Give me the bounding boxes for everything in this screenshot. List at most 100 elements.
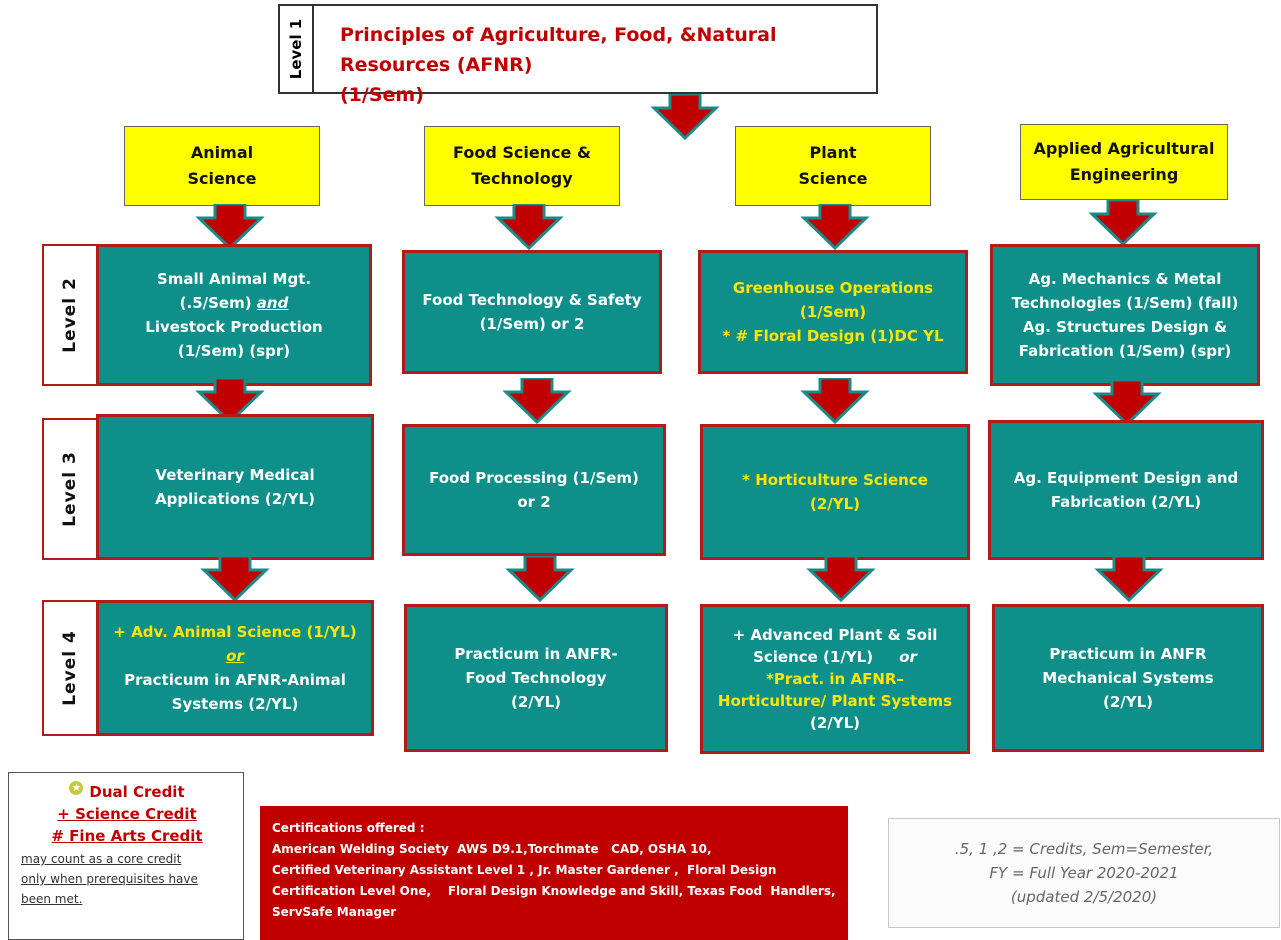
level1-box: Level 1 Principles of Agriculture, Food,… <box>278 4 878 106</box>
course-text: Ag. Structures Design & <box>1022 318 1228 336</box>
certifications-line: Certified Veterinary Assistant Level 1 ,… <box>272 863 777 877</box>
arrow-down <box>800 378 870 424</box>
course-text: or 2 <box>517 493 551 511</box>
course-text: + Advanced Plant & Soil <box>732 626 938 644</box>
course-and: and <box>256 294 289 312</box>
credits-note-line: FY = Full Year 2020-2021 <box>989 864 1179 882</box>
level1-title-line1: Principles of Agriculture, Food, &Natura… <box>340 24 777 76</box>
course-text: Ag. Mechanics & Metal <box>1028 270 1222 288</box>
course-text: Practicum in ANFR- <box>454 645 618 663</box>
level1-label: Level 1 <box>287 18 306 80</box>
legend-note-line: may count as a core credit <box>21 852 182 866</box>
course-text: Food Processing (1/Sem) <box>429 469 639 487</box>
credits-note: .5, 1 ,2 = Credits, Sem=Semester, FY = F… <box>888 818 1280 928</box>
arrow-down <box>200 556 270 602</box>
level2-label: Level 2 <box>60 277 80 353</box>
course-text: *Pract. in AFNR– <box>766 670 904 688</box>
star-icon: ★ <box>69 781 84 795</box>
course-text: * # Floral Design (1)DC YL <box>722 327 944 345</box>
arrow-down <box>800 204 870 250</box>
course-text: Veterinary Medical <box>155 466 315 484</box>
course-text: Practicum in ANFR <box>1049 645 1207 663</box>
course-text: (2/YL) <box>809 495 861 513</box>
pathway-label: Applied Agricultural <box>1033 139 1215 158</box>
legend-note-line: only when prerequisites have <box>21 872 198 886</box>
level2-label-box: Level 2 <box>42 244 98 386</box>
course-text: (2/YL) <box>1102 693 1154 711</box>
level4-eng-box: Practicum in ANFR Mechanical Systems (2/… <box>992 604 1264 752</box>
pathway-food-science: Food Science & Technology <box>424 126 620 206</box>
level3-label: Level 3 <box>60 451 80 527</box>
course-text: Fabrication (2/YL) <box>1050 493 1202 511</box>
course-text: Horticulture/ Plant Systems <box>717 692 953 710</box>
course-text: Food Technology & Safety <box>422 291 642 309</box>
level2-eng-box: Ag. Mechanics & Metal Technologies (1/Se… <box>990 244 1260 386</box>
pathway-label: Plant <box>809 143 857 162</box>
level3-eng-box: Ag. Equipment Design and Fabrication (2/… <box>988 420 1264 560</box>
level1-title-line2: (1/Sem) <box>340 84 424 106</box>
pathway-label: Food Science & <box>453 143 591 162</box>
arrow-down <box>1088 200 1158 246</box>
legend-science-credit: + Science Credit <box>57 805 197 823</box>
arrow-down <box>195 378 265 424</box>
legend-note: may count as a core credit only when pre… <box>21 849 233 909</box>
level1-label-box: Level 1 <box>280 6 314 92</box>
level2-plant-box: Greenhouse Operations (1/Sem) * # Floral… <box>698 250 968 374</box>
legend-text: Dual Credit <box>89 783 185 801</box>
course-or: or <box>226 647 244 665</box>
course-text: Fabrication (1/Sem) (spr) <box>1018 342 1232 360</box>
certifications-box: Certifications offered : American Weldin… <box>260 806 848 940</box>
level4-label: Level 4 <box>60 630 80 706</box>
course-text: Technologies (1/Sem) (fall) <box>1011 294 1239 312</box>
course-text: * Horticulture Science <box>742 471 928 489</box>
course-text: (1/Sem) or 2 <box>479 315 585 333</box>
pathway-animal-science: Animal Science <box>124 126 320 206</box>
certifications-line: American Welding Society AWS D9.1,Torchm… <box>272 842 712 856</box>
course-text: (2/YL) <box>809 714 861 732</box>
level4-label-box: Level 4 <box>42 600 98 736</box>
course-text: Applications (2/YL) <box>155 490 315 508</box>
certifications-line: ServSafe Manager <box>272 905 397 919</box>
pathway-label: Technology <box>471 169 573 188</box>
course-text: Food Technology <box>465 669 607 687</box>
credits-note-line: (updated 2/5/2020) <box>1010 888 1158 906</box>
pathway-applied-ag-engineering: Applied Agricultural Engineering <box>1020 124 1228 200</box>
level4-animal-box: + Adv. Animal Science (1/YL) or Practicu… <box>96 600 374 736</box>
arrow-down <box>502 378 572 424</box>
arrow-down <box>1094 556 1164 602</box>
pathway-label: Science <box>798 169 868 188</box>
course-text: (1/Sem) <box>799 303 867 321</box>
course-or: or <box>899 648 917 666</box>
legend-fine-arts-credit: # Fine Arts Credit <box>51 827 203 845</box>
credit-legend: ★ Dual Credit + Science Credit # Fine Art… <box>8 772 244 940</box>
arrow-down <box>494 204 564 250</box>
course-text: Practicum in AFNR-Animal <box>124 671 346 689</box>
level2-animal-box: Small Animal Mgt. (.5/Sem) and Livestock… <box>96 244 372 386</box>
level2-food-box: Food Technology & Safety (1/Sem) or 2 <box>402 250 662 374</box>
course-text: Systems (2/YL) <box>171 695 299 713</box>
arrow-down <box>505 556 575 602</box>
level3-food-box: Food Processing (1/Sem) or 2 <box>402 424 666 556</box>
legend-dual-credit: ★ Dual Credit <box>21 781 233 803</box>
arrow-down <box>806 556 876 602</box>
course-text: Ag. Equipment Design and <box>1013 469 1239 487</box>
pathway-label: Science <box>187 169 257 188</box>
pathway-label: Engineering <box>1069 165 1179 184</box>
course-text: (1/Sem) (spr) <box>177 342 291 360</box>
level3-label-box: Level 3 <box>42 418 98 560</box>
course-text: + Adv. Animal Science (1/YL) <box>113 623 357 641</box>
pathway-plant-science: Plant Science <box>735 126 931 206</box>
course-text: (2/YL) <box>510 693 562 711</box>
course-text: Mechanical Systems <box>1042 669 1214 687</box>
level4-plant-box: + Advanced Plant & Soil Science (1/YL) o… <box>700 604 970 754</box>
certifications-heading: Certifications offered : <box>272 821 425 835</box>
credits-note-line: .5, 1 ,2 = Credits, Sem=Semester, <box>954 840 1214 858</box>
certifications-line: Certification Level One, Floral Design K… <box>272 884 836 898</box>
pathway-label: Animal <box>190 143 254 162</box>
course-text: (.5/Sem) <box>179 294 257 312</box>
level1-title: Principles of Agriculture, Food, &Natura… <box>340 20 870 110</box>
arrow-down <box>195 204 265 250</box>
course-text: Livestock Production <box>145 318 323 336</box>
level3-animal-box: Veterinary Medical Applications (2/YL) <box>96 414 374 560</box>
level4-food-box: Practicum in ANFR- Food Technology (2/YL… <box>404 604 668 752</box>
